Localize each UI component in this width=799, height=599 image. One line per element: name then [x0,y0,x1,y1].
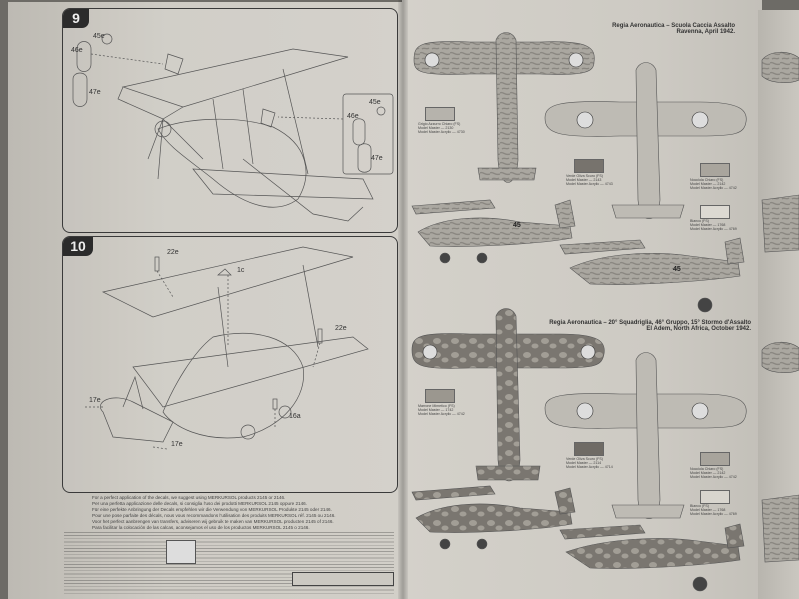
step-10-panel: 10 [62,236,398,493]
scheme-2-color-chip [425,389,455,403]
scheme-1-color-label: Verde Oliva Scuro (FS)Model Master — 214… [566,174,613,187]
step-9-assembly-drawing [72,33,394,222]
scheme-2-color-label: Verde Oliva Scuro (FS)Model Master — 211… [566,457,613,470]
scheme-1-fuselage-code-right: 45 [673,266,681,273]
page-fold [398,0,408,599]
scheme-1-title: Regia Aeronautica – Scuola Caccia Assalt… [612,23,735,35]
scheme-2-color-label: Marrone Mimetico (FS)Model Master — 1742… [418,404,465,417]
scheme-2-color-chip [574,442,604,456]
scheme-1-color-label: Grigio Azzurro Chiaro (FS)Model Master —… [418,122,465,135]
scheme-1-color-chip [700,163,730,177]
scheme-2-color-chip [700,490,730,504]
decal-application-notes: For a perfect application of the decals,… [92,495,336,531]
scheme-1-fuselage-code: 45 [513,222,521,229]
scheme-1-color-chip [700,205,730,219]
decal-instruction-icon [166,540,196,564]
step-9-panel: 9 [62,8,398,233]
step-10-callout: 22e [167,249,179,256]
step-10-callout: 17e [89,397,101,404]
scheme-2-color-chip [700,452,730,466]
note-line: Für eine perfekte Anbringung der Decals … [92,507,332,512]
scheme-2-title: Regia Aeronautica – 20° Squadriglia, 46°… [549,320,751,332]
step-9-callout: 45e [93,33,105,40]
instruction-sheet-left [8,2,405,599]
step-9-callout: 46e [347,113,359,120]
step-10-callout: 16a [289,413,301,420]
step-9-callout: 45e [369,99,381,106]
step-9-number: 9 [63,9,89,28]
step-10-number: 10 [63,237,93,256]
note-line: For a perfect application of the decals,… [92,495,286,500]
step-9-callout: 46e [71,47,83,54]
warning-box [292,572,394,586]
scheme-1-color-chip [574,159,604,173]
step-9-callout: 47e [371,155,383,162]
step-9-callout: 47e [89,89,101,96]
step-10-callout: 17e [171,441,183,448]
note-line: Pour une pose parfaite des décals, nous … [92,513,336,518]
step-10-callout: 1c [237,267,245,274]
note-line: Voor het perfect aanbrengen van transfer… [92,519,334,524]
note-line: Per una perfetta applicazione delle deca… [92,501,307,506]
note-line: Para facilitar la colocación de las calc… [92,525,310,530]
scheme-1-color-chip [425,107,455,121]
step-10-assembly-drawing [83,246,369,450]
step-10-callout: 22e [335,325,347,332]
